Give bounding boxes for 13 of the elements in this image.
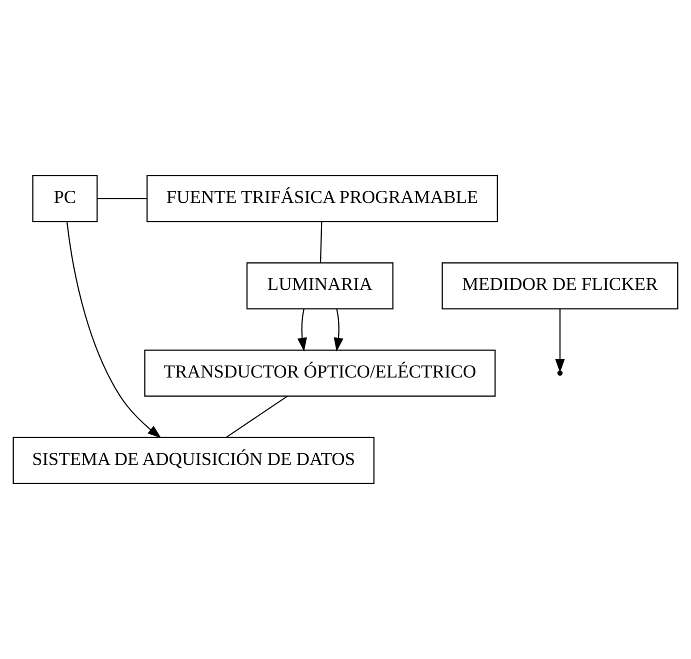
- arrow: [555, 308, 565, 373]
- connector: [97, 198, 147, 200]
- arrow: [334, 308, 344, 352]
- node-box: FUENTE TRIFÁSICA PROGRAMABLE: [146, 175, 498, 222]
- node-box: TRANSDUCTOR ÓPTICO/ELÉCTRICO: [144, 350, 496, 397]
- node-box: MEDIDOR DE FLICKER: [442, 262, 678, 310]
- connector: [320, 222, 322, 263]
- node-box: PC: [32, 175, 98, 222]
- node-box: LUMINARIA: [246, 262, 394, 310]
- node-box: SISTEMA DE ADQUISICIÓN DE DATOS: [12, 436, 374, 484]
- connector: [226, 396, 288, 438]
- arrow: [66, 222, 162, 438]
- arrow: [297, 308, 307, 352]
